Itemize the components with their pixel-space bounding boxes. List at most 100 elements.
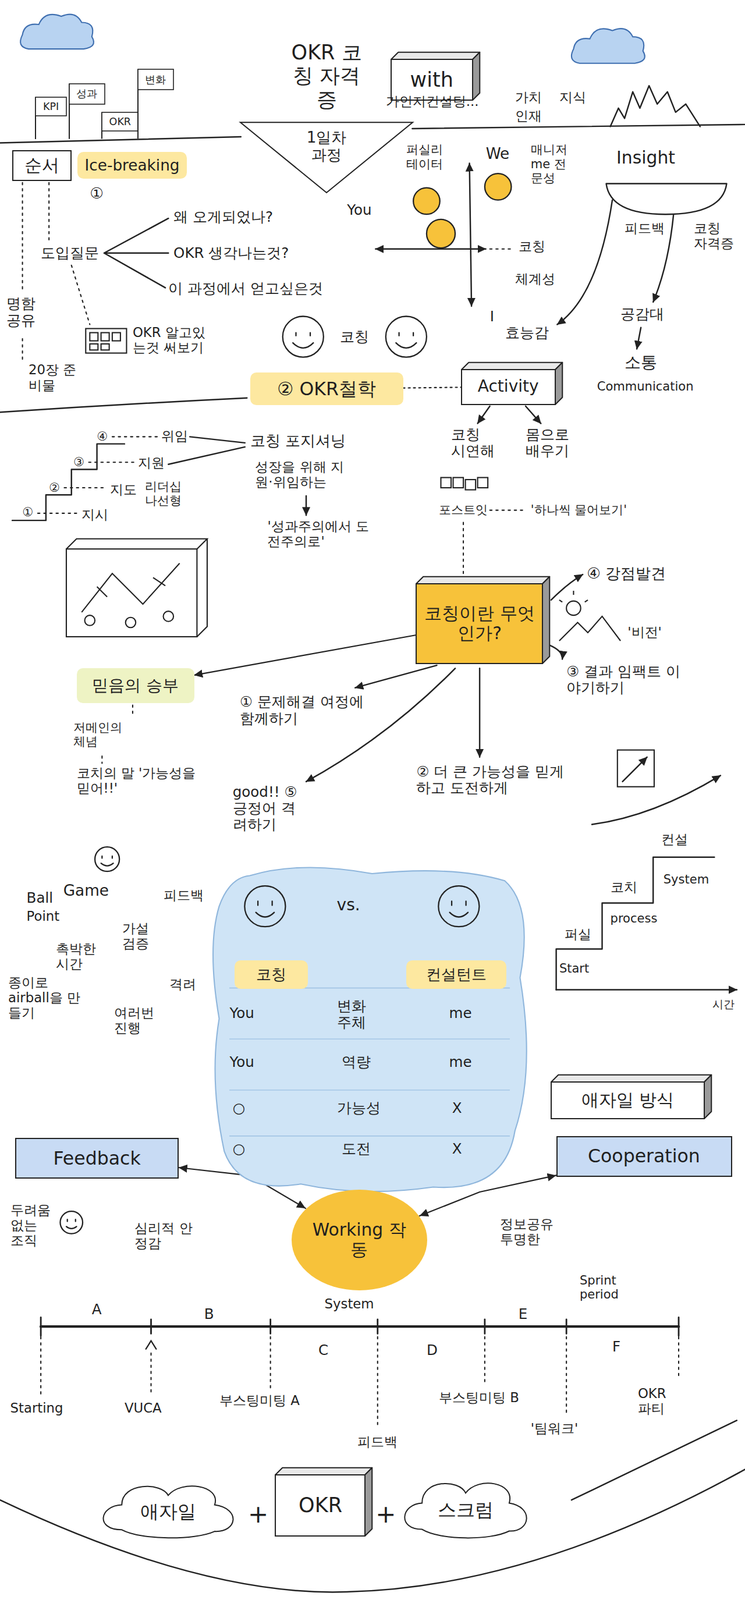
sketch-label: 정보공유 투명한	[499, 1216, 568, 1247]
icon-doodle	[66, 538, 208, 637]
sketch-label: '팀워크'	[530, 1420, 579, 1436]
dotted-leader	[132, 704, 134, 718]
dotted-leader	[22, 182, 24, 293]
arrow-line	[591, 775, 721, 825]
icon-doodle	[85, 328, 127, 354]
dotted-leader	[150, 1353, 152, 1394]
highlight-fill	[77, 151, 187, 179]
sketch-label: 두려움 없는 조직	[10, 1202, 52, 1249]
blob-fill	[213, 867, 527, 1192]
node-text: OKR 코칭 자격증	[282, 40, 371, 112]
node-text: 성과	[76, 87, 98, 100]
box-outline	[557, 1136, 732, 1177]
box-top-face	[275, 1467, 372, 1475]
icon-doodle	[465, 479, 477, 491]
arrow-line	[622, 757, 648, 782]
dotted-leader	[112, 435, 159, 438]
sketch-line	[556, 857, 715, 991]
box-side-face	[472, 51, 480, 100]
sketch-label: You	[229, 1054, 255, 1071]
sketch-label: Starting	[10, 1400, 64, 1416]
sketch-label: 도전	[341, 1140, 371, 1158]
flag-cloth	[35, 97, 67, 116]
sketch-label: 가능성	[336, 1100, 381, 1117]
smiley-face	[395, 332, 417, 349]
arrow-line	[548, 644, 563, 660]
icon-doodle	[66, 548, 197, 637]
sketch-label: 도입질문	[40, 245, 99, 262]
dotted-leader	[101, 756, 103, 764]
sketch-label: 코치	[610, 879, 638, 895]
timeline	[146, 1341, 157, 1350]
node-text: 1일차 과정	[298, 128, 356, 164]
cloud-shape: 애자일	[101, 1484, 235, 1538]
smiley-face	[256, 900, 275, 917]
node-text: OKR	[109, 115, 131, 128]
sketch-label: 인재	[515, 108, 542, 124]
sketch-label: ② 더 큰 가능성을 믿게하고 도전하게	[416, 763, 570, 797]
sketch-label: OKR 생각나는것?	[173, 245, 289, 262]
node-text: Ice-breaking	[84, 156, 180, 175]
arrow-line	[355, 665, 437, 688]
smiley-face	[449, 900, 469, 917]
node-text: 애자일 방식	[581, 1090, 674, 1110]
sketch-label: me	[449, 1005, 473, 1022]
timeline	[40, 1325, 679, 1328]
sketch-label: 왜 오게되었나?	[173, 208, 273, 226]
icon-doodle	[559, 590, 621, 641]
sketch-label: X	[452, 1100, 463, 1117]
box-outline	[12, 150, 72, 181]
smiley-face	[245, 885, 286, 927]
box-3d: 애자일 방식	[551, 1081, 705, 1119]
sketch-line	[0, 398, 247, 413]
arrow-line	[557, 200, 613, 325]
sketch-label: Game	[63, 881, 109, 900]
sketch-line	[610, 85, 701, 127]
dotted-leader	[71, 265, 91, 325]
sketch-label: 매니저 me 전문성	[530, 142, 578, 186]
sketch-label: ① 문제해결 여정에 함께하기	[239, 693, 373, 727]
dotted-leader	[462, 522, 464, 576]
cloud-outline	[404, 1483, 527, 1538]
icon-doodle	[101, 332, 110, 342]
box-outline	[15, 1138, 179, 1179]
sketch-label: 부스팅미팅 A	[219, 1392, 300, 1408]
arrow-line	[469, 163, 473, 307]
icon-doodle	[453, 477, 464, 488]
sketch-label: 저메인의 체념	[73, 720, 135, 749]
highlight-circle: Working 작동	[291, 1189, 428, 1291]
smiley-face	[292, 332, 314, 349]
smiley-face	[282, 316, 324, 357]
sketch-label: Communication	[597, 379, 694, 394]
sketch-label: 종이로 airball을 만들기	[8, 974, 82, 1021]
sketch-label: 가치	[515, 89, 542, 105]
dotted-leader	[377, 1336, 379, 1429]
sketch-label: System	[324, 1296, 375, 1312]
sketch-label: 퍼실	[564, 926, 592, 942]
sketch-label: 효능감	[505, 324, 549, 342]
icon-doodle	[81, 563, 180, 613]
icon-doodle	[163, 611, 175, 622]
node-text: 애자일	[140, 1501, 197, 1523]
sketch-label: Ball	[26, 889, 54, 907]
sketch-label: ④ 강점발견	[586, 564, 666, 583]
dotted-leader	[270, 1336, 272, 1389]
sketch-label: VUCA	[124, 1400, 162, 1416]
flag-shape: OKR	[101, 112, 138, 131]
arrow-line	[551, 574, 583, 601]
sketch-label: 지원	[137, 455, 165, 471]
sketch-label: ②	[48, 480, 60, 495]
sketch-label: ①	[89, 184, 104, 202]
sketch-label: +	[375, 1500, 396, 1529]
person-circle	[413, 187, 441, 215]
box-front-face	[416, 583, 543, 664]
label-box: 순서	[12, 150, 72, 182]
sketch-label: good!! ⑤ 긍정어 격려하기	[232, 783, 301, 834]
sketch-label: 가인지컨설팅...	[385, 93, 480, 109]
node-text: vs.	[336, 895, 361, 915]
sketch-label: Insight	[616, 147, 676, 168]
arrow-line	[636, 327, 641, 350]
dotted-leader	[89, 461, 136, 463]
